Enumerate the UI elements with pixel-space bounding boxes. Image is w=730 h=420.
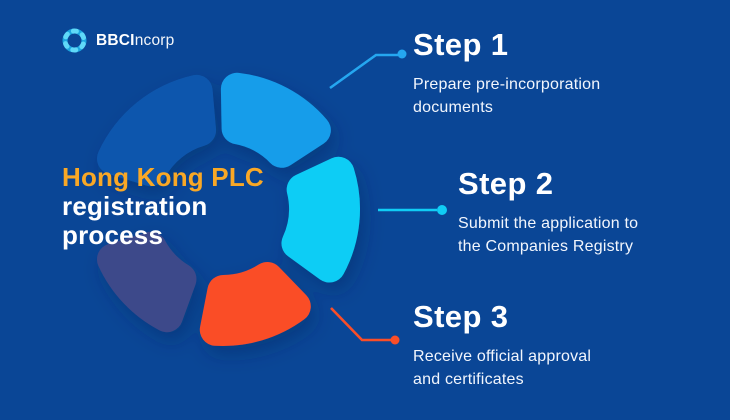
- donut-segment-right-step2: [281, 156, 360, 283]
- step-3-label: Step 3: [413, 299, 509, 334]
- brand-name: BBCIncorp: [96, 32, 174, 50]
- connector-dot-step-2: [437, 205, 447, 215]
- connector-line-step-3: [330, 307, 391, 342]
- connector-lines-group: [329, 49, 447, 345]
- donut-segments-group: [96, 72, 360, 347]
- title-line-1: Hong Kong PLC: [62, 162, 264, 192]
- brand-logo: BBCIncorp: [60, 26, 174, 55]
- brand-name-light: ncorp: [134, 31, 175, 49]
- step-1-label: Step 1: [413, 27, 509, 62]
- connector-dot-step-3: [390, 335, 400, 345]
- donut-segment-bottom-left: [96, 231, 197, 333]
- donut-segment-top-left: [96, 74, 217, 187]
- donut-segment-top-right-step1: [220, 72, 331, 168]
- swirl-logo-icon: [62, 28, 87, 53]
- title-line-2: registration: [62, 191, 208, 221]
- connector-line-step-1: [329, 53, 398, 90]
- diagram-title: Hong Kong PLC registration process: [62, 163, 264, 250]
- connector-dot-step-1: [397, 49, 407, 59]
- brand-name-bold: BBCI: [96, 31, 135, 49]
- step-2-label: Step 2: [458, 166, 554, 201]
- donut-segment-bottom-right-step3: [199, 261, 311, 347]
- title-line-3: process: [62, 220, 164, 250]
